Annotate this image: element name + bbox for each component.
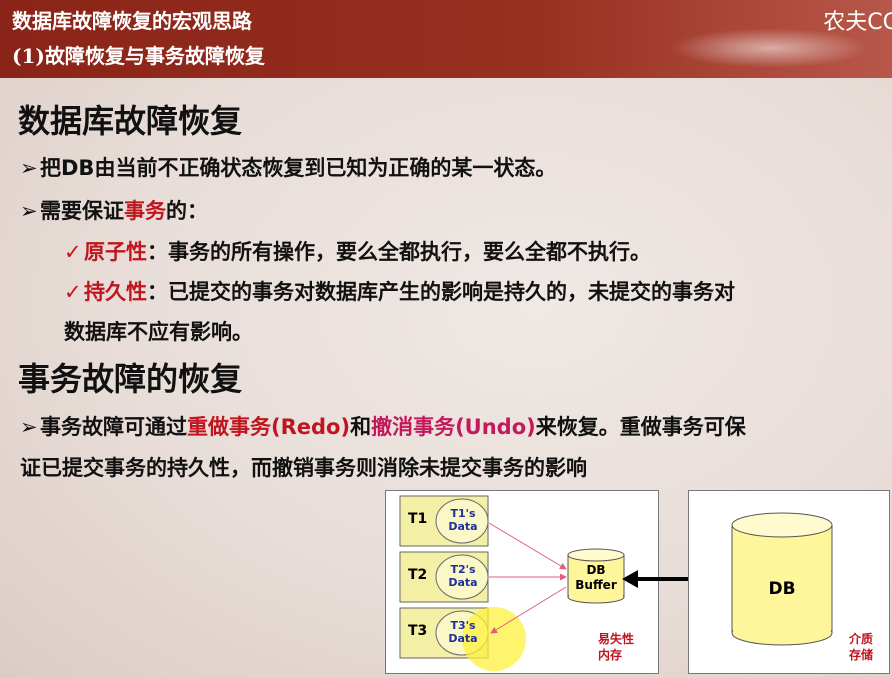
bullet-transaction-guarantee: ➢需要保证事务的： xyxy=(20,195,208,225)
text-part: 事务故障可通过 xyxy=(40,415,187,439)
buffer-label: DB Buffer xyxy=(568,563,624,593)
t2-data-label: T2's Data xyxy=(446,563,480,589)
check-atomicity: ✓原子性：事务的所有操作，要么全都执行，要么全都不执行。 xyxy=(64,236,651,266)
t3-label: T3 xyxy=(408,623,428,639)
t3-data-l2: Data xyxy=(448,632,478,645)
t2-data-l1: T2's xyxy=(450,563,476,576)
arrow-bullet-icon: ➢ xyxy=(20,199,38,223)
tx-box-t1 xyxy=(399,495,489,547)
t2-label: T2 xyxy=(408,567,428,583)
t1-data-l2: Data xyxy=(448,520,478,533)
highlight-redo: 重做事务(Redo) xyxy=(187,415,351,439)
bullet-text-end: 的： xyxy=(166,199,208,223)
heading-tx-failure-recovery: 事务故障的恢复 xyxy=(18,360,243,398)
light-glare xyxy=(670,28,870,68)
title-bar: 数据库故障恢复的宏观思路 (1)故障恢复与事务故障恢复 农夫CC xyxy=(0,0,892,78)
media-l2: 存储 xyxy=(849,648,874,662)
figure-storage-panel: DB 介质 存储 xyxy=(688,490,890,674)
checkmark-icon: ✓ xyxy=(64,280,82,304)
t1-label: T1 xyxy=(408,511,428,527)
bullet-redo-undo: ➢事务故障可通过重做事务(Redo)和撤消事务(Undo)来恢复。重做事务可保 xyxy=(20,411,746,441)
media-storage-label: 介质 存储 xyxy=(849,631,873,663)
buffer-label-l1: DB xyxy=(586,563,606,577)
db-label: DB xyxy=(768,579,796,599)
arrow-t1-to-buffer xyxy=(488,522,567,570)
text-part: 和 xyxy=(350,415,372,439)
durability-desc-cont: 数据库不应有影响。 xyxy=(64,320,253,344)
volatile-diagram xyxy=(399,495,625,671)
text-part: 来恢复。重做事务可保 xyxy=(535,415,746,439)
slide-subtitle: (1)故障恢复与事务故障恢复 xyxy=(12,44,265,68)
volatile-l2: 内存 xyxy=(598,648,623,662)
bullet-restore-state: ➢把DB由当前不正确状态恢复到已知为正确的某一状态。 xyxy=(20,152,556,182)
db-buffer-cylinder xyxy=(567,548,625,604)
tx-box-t2 xyxy=(399,551,489,603)
buffer-label-l2: Buffer xyxy=(575,578,617,592)
term-durability: 持久性 xyxy=(84,280,147,304)
arrow-buffer-to-t3 xyxy=(490,586,567,634)
term-atomicity: 原子性 xyxy=(84,240,147,264)
highlight-transaction: 事务 xyxy=(124,199,166,223)
atomicity-desc: ：事务的所有操作，要么全都执行，要么全都不执行。 xyxy=(147,240,651,264)
durability-desc: ：已提交的事务对数据库产生的影响是持久的，未提交的事务对 xyxy=(147,280,735,304)
volatile-l1: 易失性 xyxy=(598,632,635,646)
watermark: 农夫CC xyxy=(823,10,892,35)
figure-volatile-panel: T1 T2 T3 T1's Data T2's Data T3's Data D… xyxy=(385,490,659,674)
t3-data-l1: T3's xyxy=(450,619,476,632)
t1-data-l1: T1's xyxy=(450,507,476,520)
check-durability: ✓持久性：已提交的事务对数据库产生的影响是持久的，未提交的事务对 xyxy=(64,276,735,306)
t3-data-label: T3's Data xyxy=(446,619,480,645)
arrow-bullet-icon: ➢ xyxy=(20,415,38,439)
db-cylinder xyxy=(731,512,833,646)
highlight-undo: 撤消事务(Undo) xyxy=(371,415,536,439)
pointer-highlight xyxy=(462,607,526,671)
media-l1: 介质 xyxy=(849,632,874,646)
slide-title: 数据库故障恢复的宏观思路 xyxy=(12,9,252,33)
t1-data-label: T1's Data xyxy=(446,507,480,533)
arrow-bullet-icon: ➢ xyxy=(20,156,38,180)
t2-data-l2: Data xyxy=(448,576,478,589)
bullet-text: 把DB由当前不正确状态恢复到已知为正确的某一状态。 xyxy=(40,156,557,180)
heading-db-recovery: 数据库故障恢复 xyxy=(18,102,243,140)
redo-undo-cont: 证已提交事务的持久性，而撤销事务则消除未提交事务的影响 xyxy=(20,456,587,480)
bullet-text: 需要保证 xyxy=(40,199,124,223)
volatile-memory-label: 易失性 内存 xyxy=(598,631,634,663)
checkmark-icon: ✓ xyxy=(64,240,82,264)
